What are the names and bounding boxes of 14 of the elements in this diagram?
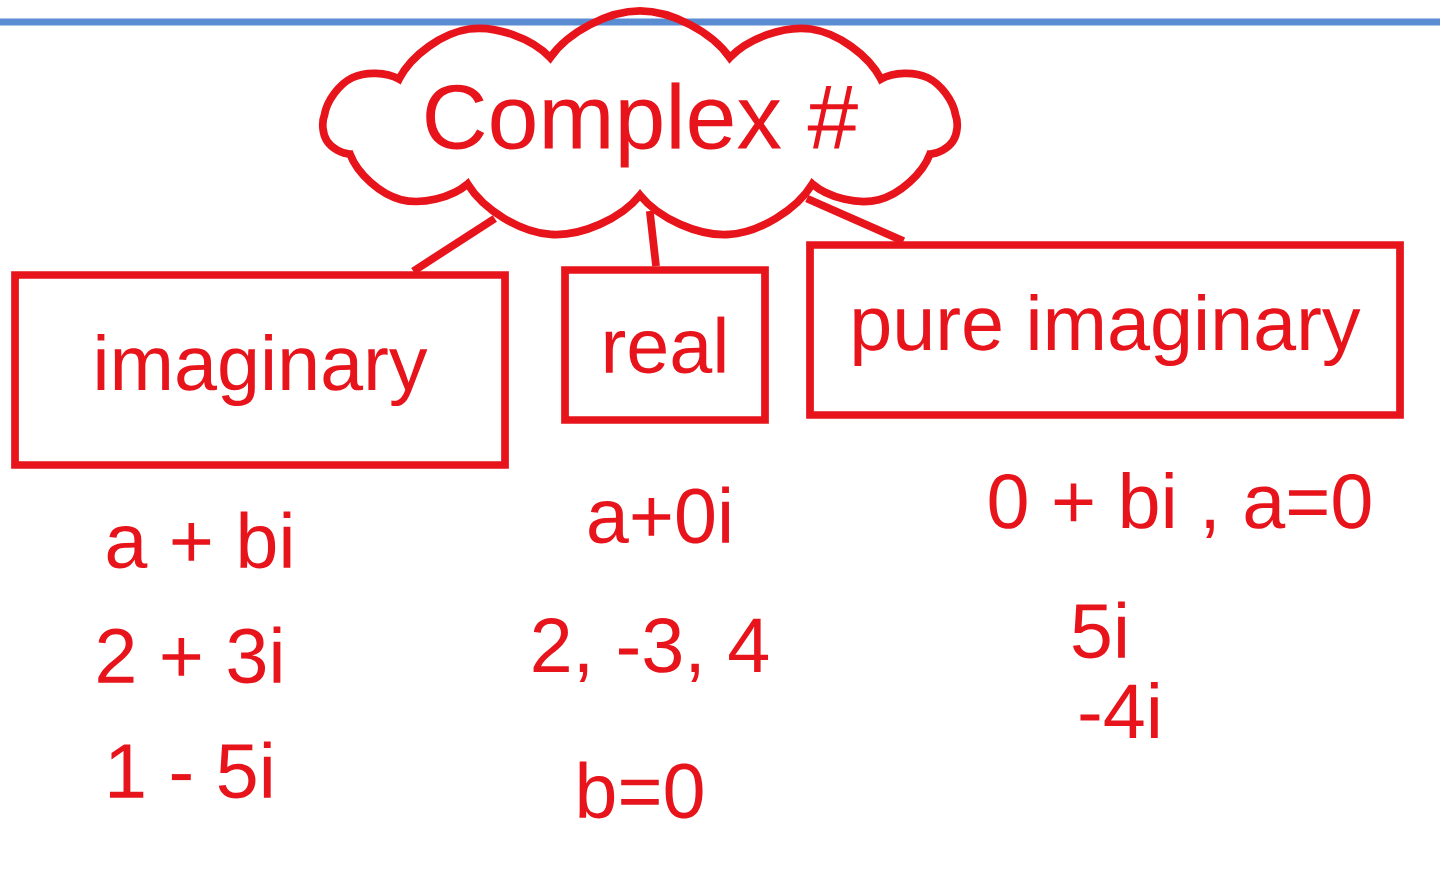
example-text: a+0i [589,486,729,544]
example-text: 2, -3, 4 [533,618,769,682]
category-box: real [561,266,769,424]
example-text: 5i [1073,601,1125,659]
connector-line [805,194,906,245]
connector-line [411,215,497,275]
example-text: b=0 [579,761,703,819]
example-text: 0 + bi , a=0 [989,472,1371,538]
example-text: 2 + 3i [98,626,281,684]
example-text: 1 - 5i [109,741,271,799]
example-text: -4i [1080,681,1158,738]
category-box: imaginary [11,271,509,469]
example-text: a + bi [107,511,291,569]
category-box: pure imaginary [806,241,1404,419]
